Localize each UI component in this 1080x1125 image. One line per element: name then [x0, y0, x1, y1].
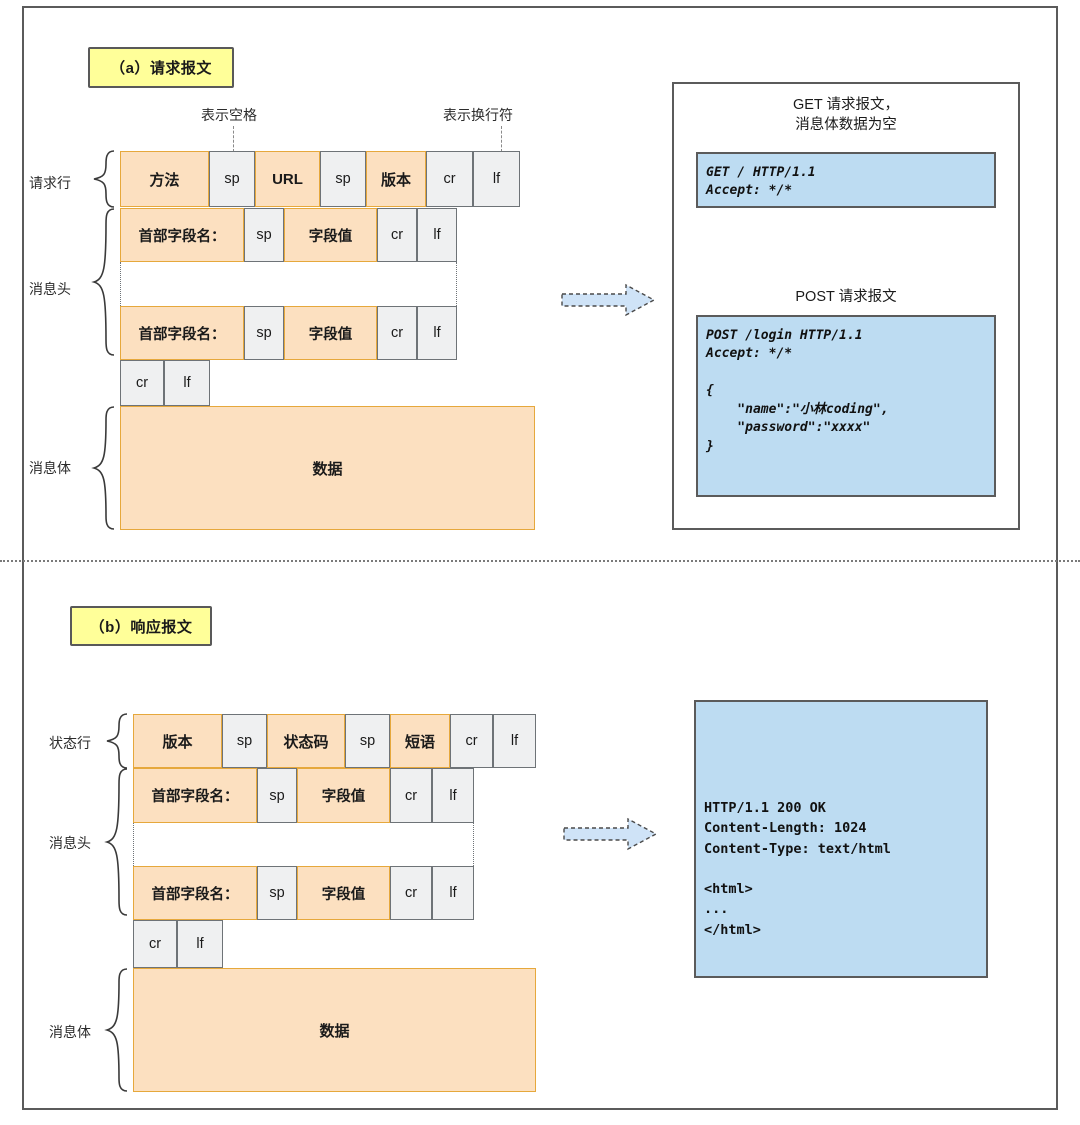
cell-response-blank-lf: lf [177, 920, 223, 968]
cell-response-header1-lf: lf [432, 768, 474, 823]
cell-request-url: URL [255, 151, 320, 207]
brace-response-body [104, 968, 128, 1092]
arrow-request-to-examples [560, 283, 656, 317]
cell-request-blank-cr: cr [120, 360, 164, 406]
row-label-request-body: 消息体 [29, 460, 71, 476]
cell-request-method: 方法 [120, 151, 209, 207]
caption-request-message: （a）请求报文 [88, 47, 234, 88]
cell-response-header1-sp: sp [257, 768, 297, 823]
cell-request-cr: cr [426, 151, 473, 207]
caption-response-message: （b）响应报文 [70, 606, 212, 646]
header-gap-right-boundary-response [473, 823, 474, 866]
cell-response-header1-name: 首部字段名： [133, 768, 257, 823]
header-gap-left-boundary-request [120, 262, 121, 306]
cell-response-body-data: 数据 [133, 968, 536, 1092]
cell-request-sp-1: sp [209, 151, 255, 207]
cell-request-header1-lf: lf [417, 208, 457, 262]
cell-request-header1-cr: cr [377, 208, 417, 262]
panel-title-get-example: GET 请求报文， 消息体数据为空 [792, 97, 900, 133]
brace-response-headers [104, 768, 128, 916]
row-label-status-line: 状态行 [49, 735, 91, 751]
cell-response-reason-phrase: 短语 [390, 714, 450, 768]
cell-request-version: 版本 [366, 151, 426, 207]
callout-space-leader [233, 126, 234, 152]
callout-newline-leader [501, 126, 502, 152]
cell-response-lf: lf [493, 714, 536, 768]
row-label-request-headers: 消息头 [29, 281, 71, 297]
cell-response-header2-cr: cr [390, 866, 432, 920]
cell-response-blank-cr: cr [133, 920, 177, 968]
cell-request-sp-2: sp [320, 151, 366, 207]
cell-response-header1-cr: cr [390, 768, 432, 823]
cell-request-header1-name: 首部字段名： [120, 208, 244, 262]
row-label-response-headers: 消息头 [49, 835, 91, 851]
callout-newline-label: 表示换行符 [443, 107, 513, 123]
brace-request-line [93, 150, 115, 208]
cell-request-header2-cr: cr [377, 306, 417, 360]
cell-response-header1-value: 字段值 [297, 768, 390, 823]
brace-status-line [106, 713, 128, 769]
cell-request-header2-sp: sp [244, 306, 284, 360]
cell-response-version: 版本 [133, 714, 222, 768]
section-divider [0, 560, 1080, 562]
callout-space-label: 表示空格 [201, 107, 257, 123]
brace-request-body [91, 406, 115, 530]
cell-response-sp-1: sp [222, 714, 267, 768]
cell-request-body-data: 数据 [120, 406, 535, 530]
header-gap-right-boundary-request [456, 262, 457, 306]
cell-response-cr: cr [450, 714, 493, 768]
cell-response-header2-value: 字段值 [297, 866, 390, 920]
cell-request-header1-value: 字段值 [284, 208, 377, 262]
cell-request-header2-value: 字段值 [284, 306, 377, 360]
row-label-request-line: 请求行 [29, 175, 71, 191]
brace-request-headers [91, 208, 115, 356]
cell-request-header1-sp: sp [244, 208, 284, 262]
code-block-get-request: GET / HTTP/1.1 Accept: */* [696, 152, 996, 208]
cell-request-header2-lf: lf [417, 306, 457, 360]
cell-response-sp-2: sp [345, 714, 390, 768]
cell-response-header2-lf: lf [432, 866, 474, 920]
arrow-response-to-example [562, 817, 658, 851]
cell-request-blank-lf: lf [164, 360, 210, 406]
cell-response-header2-sp: sp [257, 866, 297, 920]
code-block-response: HTTP/1.1 200 OK Content-Length: 1024 Con… [694, 700, 988, 978]
cell-response-status-code: 状态码 [267, 714, 345, 768]
header-gap-left-boundary-response [133, 823, 134, 866]
cell-request-header2-name: 首部字段名： [120, 306, 244, 360]
row-label-response-body: 消息体 [49, 1024, 91, 1040]
code-block-post-request: POST /login HTTP/1.1 Accept: */* { "name… [696, 315, 996, 497]
cell-response-header2-name: 首部字段名： [133, 866, 257, 920]
cell-request-lf: lf [473, 151, 520, 207]
panel-title-post-example: POST 请求报文 [795, 289, 897, 305]
